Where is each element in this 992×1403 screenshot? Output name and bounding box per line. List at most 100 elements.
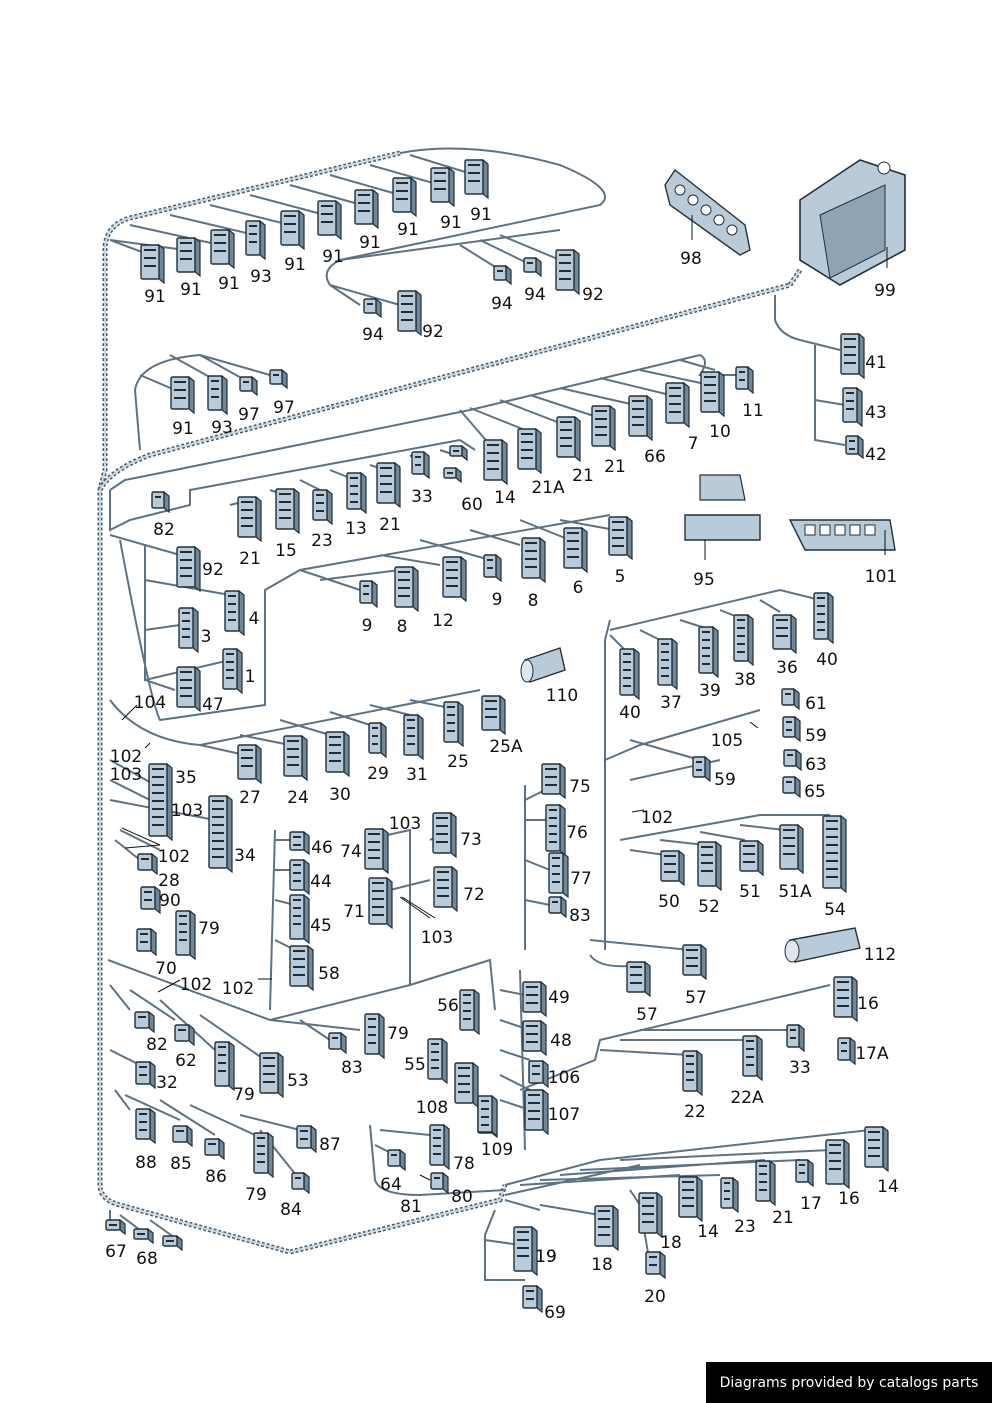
connector xyxy=(317,200,337,236)
connector-side xyxy=(360,471,367,515)
connector xyxy=(845,435,859,455)
connector-side xyxy=(176,1234,183,1252)
connector-pin-row xyxy=(661,651,669,653)
connector-pin-row xyxy=(528,1102,540,1104)
connector xyxy=(151,491,165,509)
connector-side xyxy=(226,794,233,874)
part-label: 14 xyxy=(697,1222,719,1242)
connector-pin-row xyxy=(567,540,579,542)
part-label: 99 xyxy=(874,281,896,301)
part-label: 95 xyxy=(693,570,715,590)
part-label: 93 xyxy=(211,418,233,438)
connector-pin-row xyxy=(293,923,301,925)
connector-pin-row xyxy=(526,1290,534,1292)
part-label: 33 xyxy=(411,487,433,507)
connector-pin-row xyxy=(144,899,152,901)
connector-side xyxy=(840,814,847,894)
connector-pin-row xyxy=(817,613,825,615)
connector-pin-row xyxy=(630,974,642,976)
connector-side xyxy=(790,613,797,655)
connector-side xyxy=(535,427,542,475)
part-label: 3 xyxy=(201,627,212,647)
leader-line xyxy=(419,1174,431,1181)
connector-pin-row xyxy=(549,841,557,843)
connector-pin-row xyxy=(686,1063,694,1065)
connector-side xyxy=(340,1031,347,1055)
connector-pin-row xyxy=(552,865,560,867)
connector-pin-row xyxy=(844,362,856,364)
connector-side xyxy=(473,988,480,1036)
connector xyxy=(134,1011,150,1029)
part-label: 36 xyxy=(776,658,798,678)
connector-pin-row xyxy=(380,483,392,485)
leader-line xyxy=(121,704,138,721)
connector xyxy=(720,1177,734,1209)
part-label: 51A xyxy=(778,882,812,902)
connector-pin-row xyxy=(180,250,192,252)
connector-pin-row xyxy=(257,1145,265,1147)
connector-side xyxy=(626,515,633,561)
connector-pin-row xyxy=(180,575,192,577)
part-label: 84 xyxy=(280,1200,302,1220)
part-label: 112 xyxy=(864,945,896,965)
connector-pin-row xyxy=(849,448,855,450)
connector-pin-row xyxy=(739,379,745,381)
wire-branch xyxy=(519,984,831,1091)
connector-side xyxy=(450,811,457,859)
connector-pin-row xyxy=(372,890,384,892)
connector-pin-row xyxy=(497,270,503,272)
connector xyxy=(207,375,223,411)
connector-pin-row xyxy=(737,635,745,637)
connector-pin-row xyxy=(759,1189,767,1191)
connector xyxy=(430,167,450,203)
connector-pin-row xyxy=(293,899,301,901)
connector-pin-row xyxy=(284,223,296,225)
connector-side xyxy=(482,158,489,200)
connector-pin-row xyxy=(702,647,710,649)
connector-side xyxy=(151,852,158,876)
connector-pin-row xyxy=(746,1064,754,1066)
connector-pin-row xyxy=(682,1205,694,1207)
connector-pin-row xyxy=(686,1079,694,1081)
part-label: 108 xyxy=(416,1098,448,1118)
connector-pin-row xyxy=(431,1067,439,1069)
part-label: 25A xyxy=(489,737,523,757)
connector-pin-row xyxy=(844,346,856,348)
connector-pin-row xyxy=(746,1056,754,1058)
connector-pin-row xyxy=(826,844,838,846)
connector-pin-row xyxy=(152,768,164,770)
connector xyxy=(772,614,792,650)
part-label: 92 xyxy=(422,322,444,342)
connector xyxy=(842,387,858,423)
connector-pin-row xyxy=(293,844,301,846)
part-label: 17A xyxy=(855,1044,889,1064)
wire-branch xyxy=(109,353,740,491)
connector-side xyxy=(441,1037,448,1085)
connector-pin-row xyxy=(826,868,838,870)
connector-pin-row xyxy=(567,548,579,550)
connector-pin-row xyxy=(837,997,849,999)
leader-line xyxy=(631,809,645,813)
connector xyxy=(522,1285,538,1309)
part-label: 61 xyxy=(805,694,827,714)
connector-side xyxy=(394,461,401,509)
connector-pin-row xyxy=(669,411,681,413)
connector-pin-row xyxy=(321,221,333,223)
part-label: 102 xyxy=(641,808,673,828)
connector-pin-row xyxy=(526,1041,538,1043)
connector-pin-row xyxy=(368,833,380,835)
connector-pin-row xyxy=(273,374,279,376)
connector-side xyxy=(559,762,566,800)
connector-pin-row xyxy=(182,628,190,630)
connector-side xyxy=(505,264,512,286)
connector-pin-row xyxy=(436,825,448,827)
trunk-cable-core xyxy=(99,152,506,1254)
connector-pin-row xyxy=(212,800,224,802)
connector-pin-row xyxy=(401,319,413,321)
connector-pin-row xyxy=(228,603,236,605)
connector-pin-row xyxy=(284,215,296,217)
connector xyxy=(430,1172,444,1190)
connector-pin-row xyxy=(180,258,192,260)
connector-pin-row xyxy=(527,262,533,264)
part-label: 107 xyxy=(548,1105,580,1125)
